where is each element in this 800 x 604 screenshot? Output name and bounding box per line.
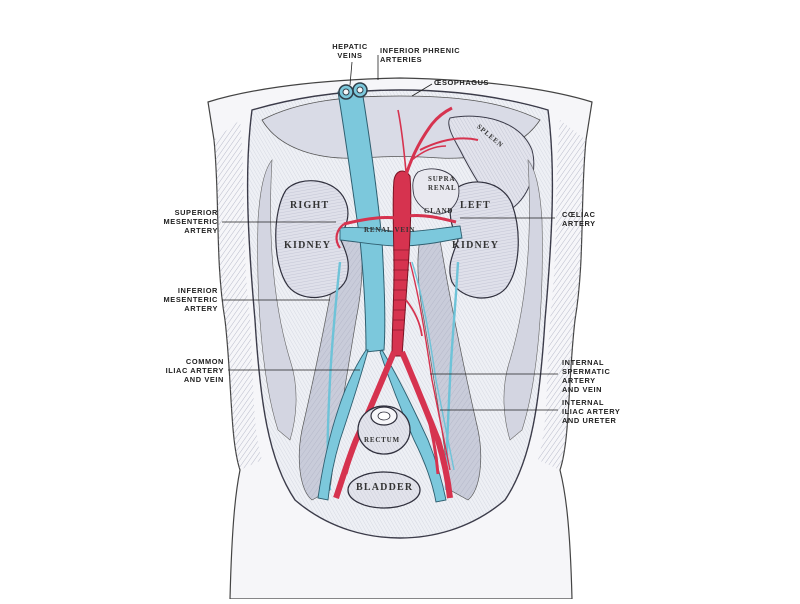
- label-inferior-mesenteric-artery: INFERIOR MESENTERIC ARTERY: [163, 286, 218, 313]
- coeliac-artery: [402, 106, 453, 183]
- organ-label-gland: GLAND: [424, 207, 454, 215]
- organ-label-left: LEFT: [460, 200, 491, 211]
- inferior-mesenteric-artery: [405, 299, 423, 337]
- phrenic-artery: [397, 109, 407, 173]
- label-common-iliac-artery-and-vein: COMMON ILIAC ARTERY AND VEIN: [165, 357, 224, 384]
- organ-label-renal-vein: RENAL VEIN: [364, 226, 416, 234]
- left-iliac-artery: [399, 350, 453, 499]
- organ-label-right: RIGHT: [290, 200, 330, 211]
- leader-lines: [222, 55, 558, 411]
- left-ureter: [444, 261, 460, 491]
- organ-label-renal: RENAL: [428, 184, 457, 192]
- right-iliac-vein: [317, 349, 369, 501]
- label-oesophagus: ŒSOPHAGUS: [434, 78, 490, 87]
- label-coeliac-artery: CŒLIAC ARTERY: [562, 210, 596, 228]
- aorta-ridges: [393, 249, 409, 331]
- organ-label-left-kidney: KIDNEY: [452, 240, 500, 251]
- label-inferior-phrenic-arteries: INFERIOR PHRENIC ARTERIES: [380, 46, 461, 64]
- organ-label-rectum: RECTUM: [364, 436, 400, 444]
- left-internal-iliac: [424, 409, 440, 475]
- left-flank: [538, 120, 586, 470]
- left-iliac-vein: [379, 349, 447, 503]
- organ-label-supra: SUPRA: [428, 175, 456, 183]
- organ-label-bladder: BLADDER: [356, 482, 414, 493]
- label-superior-mesenteric-artery: SUPERIOR MESENTERIC ARTERY: [163, 208, 218, 235]
- left-quadratus: [503, 159, 543, 441]
- spermatic-vessels: [409, 261, 451, 471]
- label-hepatic-veins: HEPATIC VEINS: [332, 42, 368, 60]
- label-internal-iliac-artery-and-ureter: INTERNAL ILIAC ARTERY AND URETER: [562, 398, 621, 425]
- right-renal-artery: [343, 216, 397, 226]
- splenic-artery: [419, 137, 479, 151]
- superior-mesenteric-artery: [335, 223, 345, 249]
- suprarenal-gland: [412, 168, 460, 215]
- left-renal-artery: [407, 214, 457, 224]
- organ-label-right-kidney: KIDNEY: [284, 240, 332, 251]
- right-flank: [214, 120, 262, 470]
- label-internal-spermatic-artery-and-vein: INTERNAL SPERMATIC ARTERY AND VEIN: [562, 358, 611, 394]
